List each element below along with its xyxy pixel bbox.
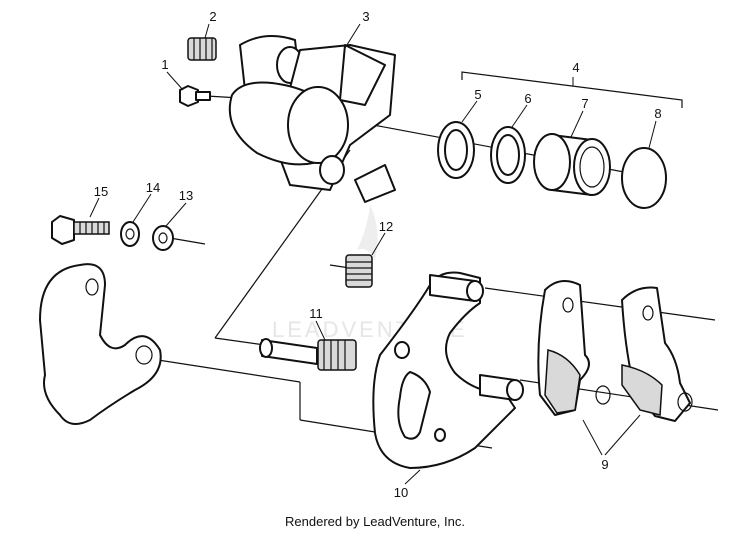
- callout-6: 6: [524, 91, 531, 106]
- credit-text: Rendered by LeadVenture, Inc.: [285, 514, 465, 529]
- callout-9: 9: [601, 457, 608, 472]
- caliper-body: [228, 35, 396, 203]
- callout-labels: 1 2 3 4 5 6 7 8 9 10 11 12 13 14 15: [94, 9, 662, 500]
- set-screw-2: [187, 37, 217, 61]
- slide-pin: [259, 338, 357, 371]
- bleeder-screw: [179, 85, 211, 107]
- brake-pad-outer: [621, 286, 693, 422]
- mounting-bracket: [39, 263, 162, 425]
- callout-13: 13: [179, 188, 193, 203]
- callout-4: 4: [572, 60, 579, 75]
- washer-13: [152, 225, 174, 251]
- lock-washer-14: [120, 221, 140, 247]
- brake-pad-inner: [537, 280, 611, 416]
- callout-2: 2: [209, 9, 216, 24]
- callout-14: 14: [146, 180, 160, 195]
- piston-kit-bracket: [461, 71, 683, 108]
- callout-3: 3: [362, 9, 369, 24]
- callout-15: 15: [94, 184, 108, 199]
- piston-cap: [621, 147, 667, 209]
- callout-11: 11: [309, 306, 323, 321]
- callout-7: 7: [581, 96, 588, 111]
- callout-leaders: [89, 23, 657, 485]
- callout-10: 10: [394, 485, 408, 500]
- seal-6: [490, 126, 526, 184]
- callout-1: 1: [161, 57, 168, 72]
- seal-5: [437, 121, 475, 179]
- piston: [533, 133, 611, 196]
- callout-12: 12: [379, 219, 393, 234]
- bolt-15: [51, 215, 110, 245]
- callout-5: 5: [474, 87, 481, 102]
- caliper-bracket: [372, 271, 524, 469]
- callout-8: 8: [654, 106, 661, 121]
- set-screw-12: [345, 254, 373, 288]
